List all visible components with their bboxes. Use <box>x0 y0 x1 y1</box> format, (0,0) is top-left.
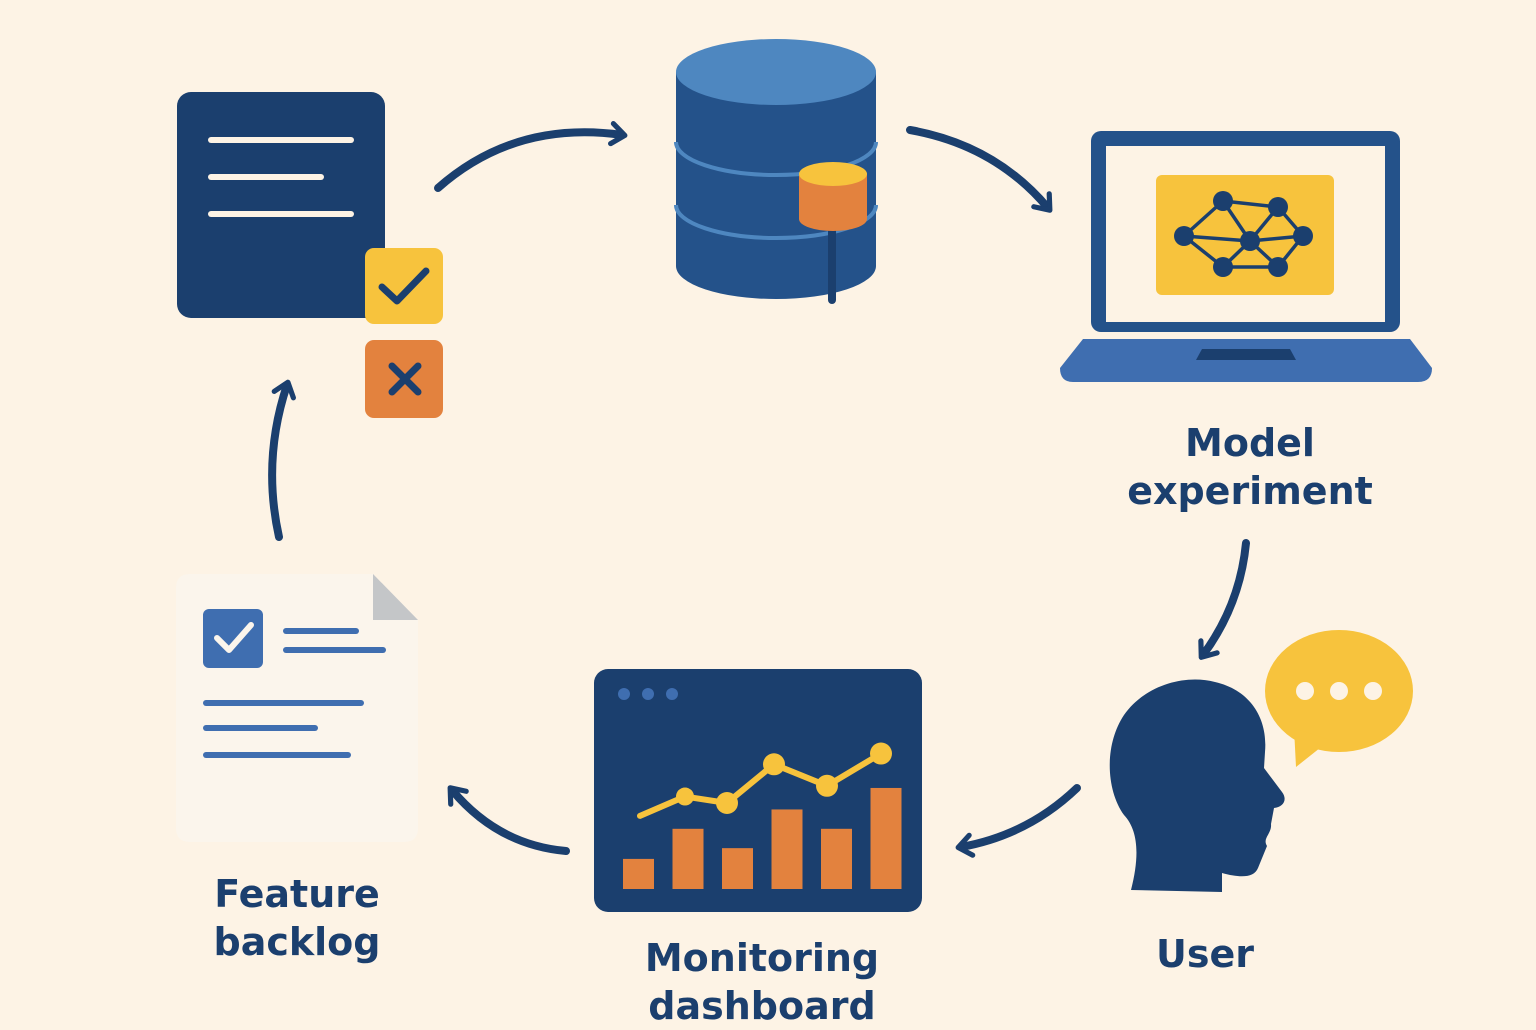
flow-arrow-user-to-dashboard <box>955 784 1081 858</box>
dashboard-bar <box>722 848 753 889</box>
label-model-experiment-line2: experiment <box>1127 469 1373 513</box>
label-feature-backlog-line2: backlog <box>213 920 381 964</box>
label-model-experiment-line1: Model <box>1185 421 1315 465</box>
label-feature-backlog: Feature backlog <box>167 870 427 966</box>
flow-arrow-backlog-to-review <box>268 379 296 541</box>
document-icon <box>177 92 385 318</box>
dashboard-line-point <box>870 742 892 765</box>
speech-bubble-icon <box>1265 630 1413 767</box>
label-monitoring-dashboard-line2: dashboard <box>648 984 876 1028</box>
dashboard-line-point <box>816 774 838 797</box>
label-model-experiment: Model experiment <box>1110 419 1390 515</box>
label-feature-backlog-line1: Feature <box>214 872 380 916</box>
flow-arrow-data-to-model <box>906 126 1053 213</box>
cross-icon <box>365 340 443 418</box>
dashboard-line-point <box>716 792 738 814</box>
label-monitoring-dashboard: Monitoring dashboard <box>622 934 902 1030</box>
dashboard-bars <box>623 787 902 889</box>
laptop-network-icon <box>1060 131 1432 382</box>
dashboard-trend-line <box>637 742 892 819</box>
dashboard-bar <box>771 809 803 889</box>
dashboard-line-point <box>676 787 694 806</box>
dashboard-chart-icon <box>594 669 922 912</box>
database-icon <box>674 39 878 304</box>
dashboard-line-point <box>763 753 785 776</box>
head-speech-icon <box>1109 630 1413 892</box>
dashboard-bar <box>870 787 902 889</box>
check-icon <box>365 248 443 324</box>
head-silhouette-icon <box>1109 679 1285 892</box>
dashboard-bar <box>821 828 852 889</box>
dashboard-bar <box>672 828 704 889</box>
data-tag-icon <box>799 162 867 304</box>
dashboard-bar <box>623 858 654 889</box>
page-fold-icon <box>373 574 418 620</box>
label-user-line1: User <box>1156 932 1254 976</box>
flow-arrow-model-to-user <box>1198 539 1250 660</box>
label-user: User <box>1105 930 1305 978</box>
checklist-document-icon <box>176 574 418 842</box>
document-review-icon <box>177 92 443 418</box>
checkbox-icon <box>203 609 263 668</box>
label-monitoring-dashboard-line1: Monitoring <box>644 936 880 980</box>
flow-arrow-dashboard-to-backlog <box>447 785 570 855</box>
flow-arrow-review-to-data <box>434 121 628 192</box>
